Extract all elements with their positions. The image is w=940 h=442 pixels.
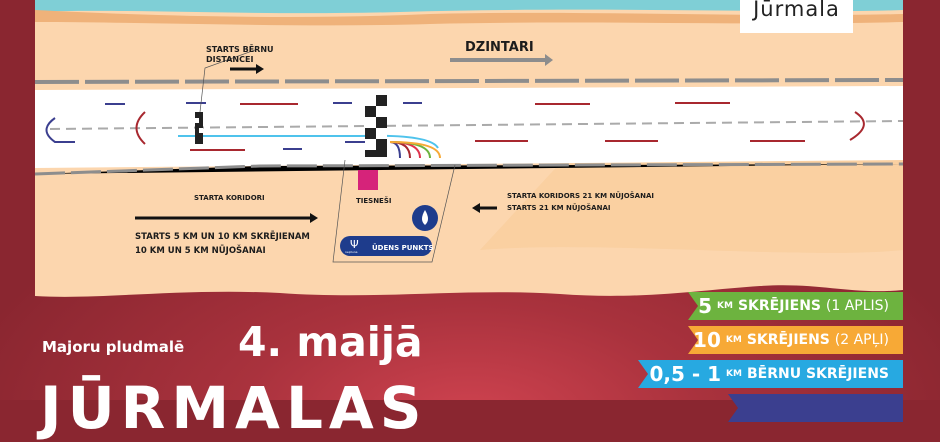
event-title: JŪRMALAS [40, 374, 428, 442]
svg-text:10 KM UN 5 KM NŪJOŠANAI: 10 KM UN 5 KM NŪJOŠANAI [135, 244, 266, 256]
water-point-label: ŪDENS PUNKTS [372, 243, 434, 252]
direction-label: DZINTARI [465, 40, 534, 55]
start-corridors-label: STARTA KORIDORI [194, 194, 265, 202]
main-start-label: STARTS 5 KM UN 10 KM SKRĒJIENAM [135, 231, 310, 242]
svg-text:DISTANCEI: DISTANCEI [206, 55, 253, 64]
start-21-corridor-label: STARTA KORIDORS 21 KM NŪJOŠANAI [507, 191, 654, 200]
road [35, 86, 903, 168]
event-location: Majoru pludmalē [42, 338, 185, 356]
water-point-badge [340, 236, 432, 256]
kids-start-label: STARTS BĒRNU [206, 44, 274, 54]
neptuna-logo-icon: Ψ [350, 238, 359, 251]
judges-label: TIESNEŠI [356, 196, 392, 205]
course-map: DZINTARI STARTS BĒRNU DISTANCEI STARTA K… [34, 0, 904, 297]
start-21-label: STARTS 21 KM NŪJOŠANAI [507, 203, 610, 212]
distance-4 [728, 394, 903, 422]
sea [35, 0, 903, 14]
jurmala-logo: Jūrmala [740, 0, 853, 33]
judges-icon [358, 170, 378, 190]
event-date: 4. maijā [238, 318, 423, 366]
svg-text:neptuna: neptuna [345, 250, 358, 254]
